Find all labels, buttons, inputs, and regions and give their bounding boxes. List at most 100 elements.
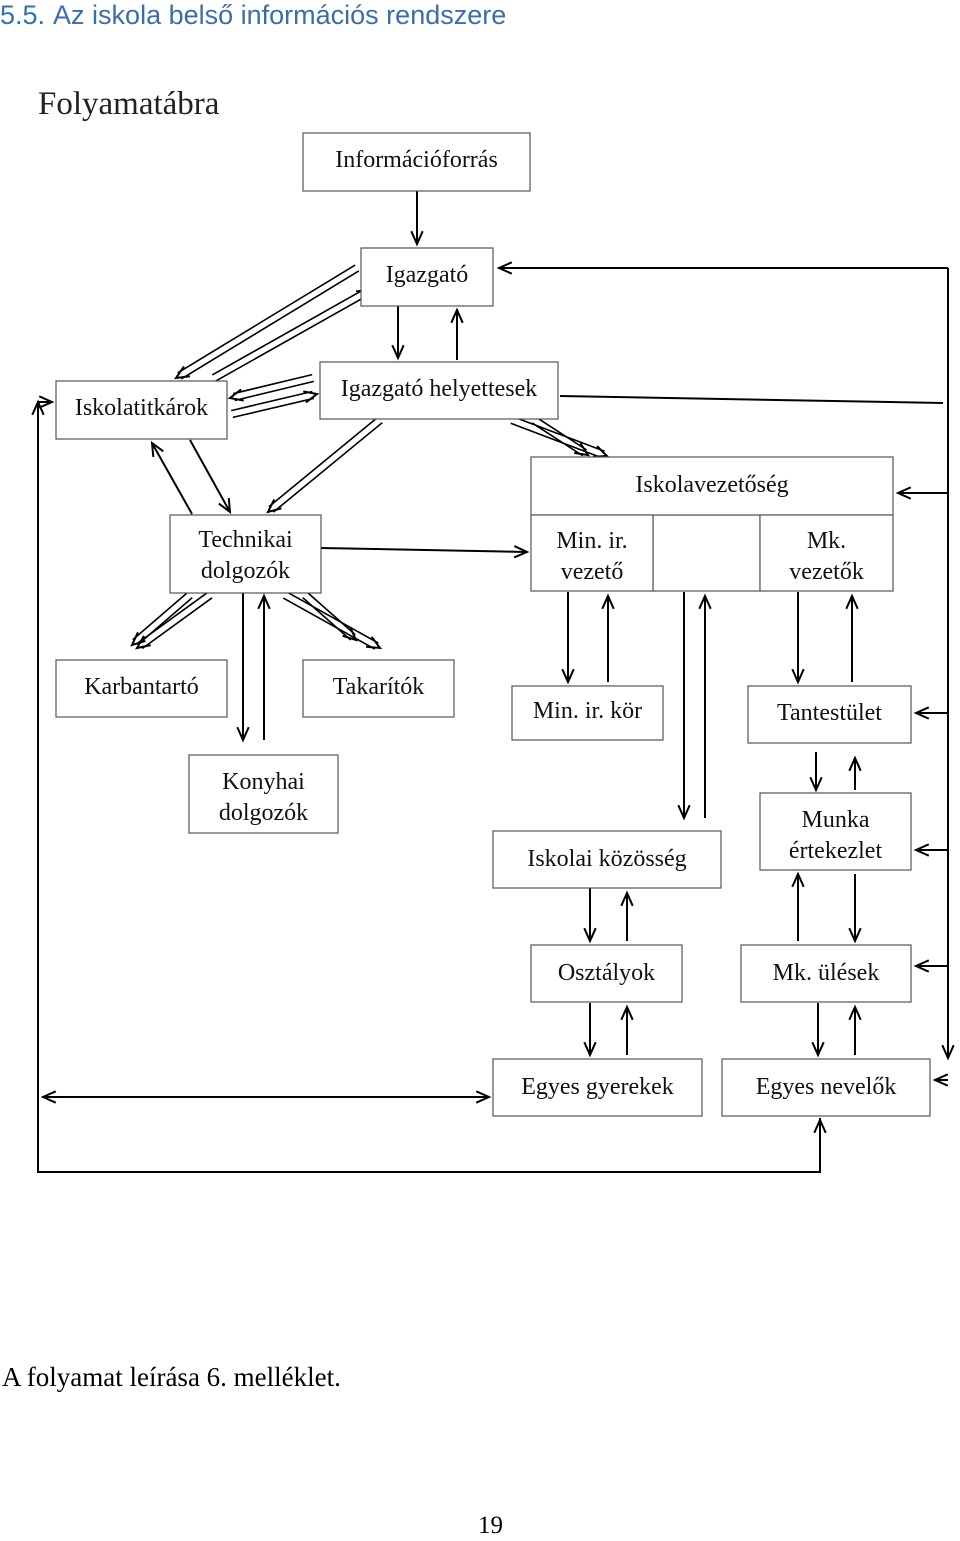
node-igazgato: Igazgató <box>360 247 494 307</box>
node-label: Takarítók <box>333 674 425 700</box>
arrow-technikai-to-titkarok <box>150 440 193 515</box>
arrow-gyerekek-to-loop <box>40 1090 492 1104</box>
node-box <box>492 830 722 889</box>
arrowhead <box>496 261 513 275</box>
arrow-line <box>531 422 584 457</box>
node-box <box>188 754 339 834</box>
arrow-helyettesek-to-vezetoseg-2 <box>531 416 591 457</box>
node-iskolavezetoseg: Iskolavezetőség <box>530 456 894 516</box>
arrow-minir-kor-up <box>601 593 615 682</box>
arrowhead <box>809 776 823 793</box>
arrow-igazgato-to-titkarok <box>173 264 360 380</box>
connector-line <box>559 395 944 404</box>
arrow-helyettesek-to-titkarok <box>227 373 315 402</box>
node-label: Technikai <box>198 527 293 553</box>
arrow-munka-to-tantestulet <box>848 755 862 790</box>
arrow-line <box>268 416 379 508</box>
arrow-igazgato-down <box>391 306 405 361</box>
arrowhead <box>236 726 250 743</box>
arrowhead <box>913 959 930 973</box>
node-osztalyok: Osztályok <box>530 944 683 1003</box>
section-heading: 5.5.Az iskola belső információs rendszer… <box>0 0 506 31</box>
right-feedback-bus <box>941 268 955 1061</box>
arrow-line <box>302 597 352 641</box>
arrow-ulesek-to-munka <box>791 871 805 941</box>
node-igazgato-helyettesek: Igazgató helyettesek <box>319 361 559 420</box>
arrow-ulesek-to-nevelok <box>811 1003 825 1058</box>
arrow-bus-to-tantestulet <box>913 706 948 720</box>
arrowhead <box>913 843 930 857</box>
node-box <box>55 380 228 440</box>
node-label: Igazgató <box>386 262 469 288</box>
node-label: Iskolai közösség <box>527 846 686 872</box>
node-box <box>360 247 494 307</box>
node-box <box>759 514 894 592</box>
node-label: Mk. <box>807 528 846 554</box>
arrowhead <box>813 1117 827 1134</box>
arrow-vezetoseg-to-kozosseg <box>677 592 691 821</box>
arrowhead <box>848 1004 862 1021</box>
arrow-line <box>215 294 369 382</box>
arrow-konyha-to-technikai <box>257 593 271 740</box>
node-min-ir-vezeto: Min. ir.vezető <box>530 514 654 592</box>
line-helyettesek-to-bus <box>559 395 944 404</box>
arrow-minir-vezeto-down <box>561 592 575 685</box>
arrowhead <box>40 1090 57 1104</box>
node-label: dolgozók <box>219 800 308 826</box>
arrow-line <box>272 422 383 513</box>
node-label: Munka <box>802 807 870 833</box>
arrowhead <box>227 388 244 402</box>
arrow-kozosseg-to-vezetoseg <box>698 593 712 818</box>
node-label: Tantestület <box>777 700 882 726</box>
arrowhead <box>135 635 151 650</box>
arrowhead <box>848 927 862 944</box>
footnote: A folyamat leírása 6. melléklet. <box>2 1362 341 1392</box>
arrowhead <box>620 1004 634 1021</box>
diagram-subheading: Folyamatábra <box>38 86 220 122</box>
node-label: Mk. ülések <box>773 960 880 986</box>
arrow-osztalyok-to-gyerekek <box>583 1003 597 1058</box>
arrow-line <box>282 597 376 650</box>
arrowhead <box>574 442 591 457</box>
node-label: Egyes gyerekek <box>521 1074 674 1100</box>
arrowhead <box>365 636 383 650</box>
node-label: Karbantartó <box>84 674 199 700</box>
iskolavezetoseg-empty-cell <box>652 514 761 592</box>
arrow-munka-to-ulesek <box>848 874 862 944</box>
node-mk-ulesek: Mk. ülések <box>740 944 912 1003</box>
node-min-ir-kor: Min. ir. kör <box>511 685 664 741</box>
arrow-line <box>535 416 587 451</box>
node-egyes-nevelok: Egyes nevelők <box>721 1058 931 1117</box>
node-label: Igazgató helyettesek <box>341 376 538 402</box>
node-tantestulet: Tantestület <box>747 685 912 744</box>
node-label: Konyhai <box>222 769 305 795</box>
node-label: Iskolavezetőség <box>635 472 788 498</box>
flowchart-edges <box>31 191 955 1173</box>
arrow-technikai-to-takaritok-2 <box>302 591 358 642</box>
arrow-line <box>234 380 315 402</box>
arrowhead <box>410 230 424 247</box>
arrowhead <box>698 593 712 610</box>
node-box <box>511 685 664 741</box>
node-label: Min. ir. kör <box>533 698 642 724</box>
node-box <box>530 514 654 592</box>
node-egyes-gyerekek: Egyes gyerekek <box>492 1058 703 1117</box>
arrow-forras-to-igazgato <box>410 191 424 247</box>
page-number: 19 <box>478 1512 503 1539</box>
arrowhead <box>791 668 805 685</box>
arrowhead <box>173 365 191 380</box>
arrow-line <box>510 422 603 459</box>
arrow-gyerekek-to-osztalyok <box>620 1004 634 1055</box>
arrow-bus-to-igazgato <box>496 261 948 275</box>
arrow-bus-to-ulesek <box>913 959 948 973</box>
arrowhead <box>266 499 282 514</box>
arrowhead <box>811 1041 825 1058</box>
node-box <box>759 792 912 871</box>
arrow-line <box>231 390 313 412</box>
arrowhead <box>941 1044 955 1061</box>
node-informacioforras: Információforrás <box>302 132 531 192</box>
arrow-line <box>180 270 360 380</box>
arrow-line <box>189 439 231 513</box>
arrow-helyettesek-to-technikai <box>266 416 383 514</box>
node-label: Iskolatitkárok <box>75 395 208 421</box>
